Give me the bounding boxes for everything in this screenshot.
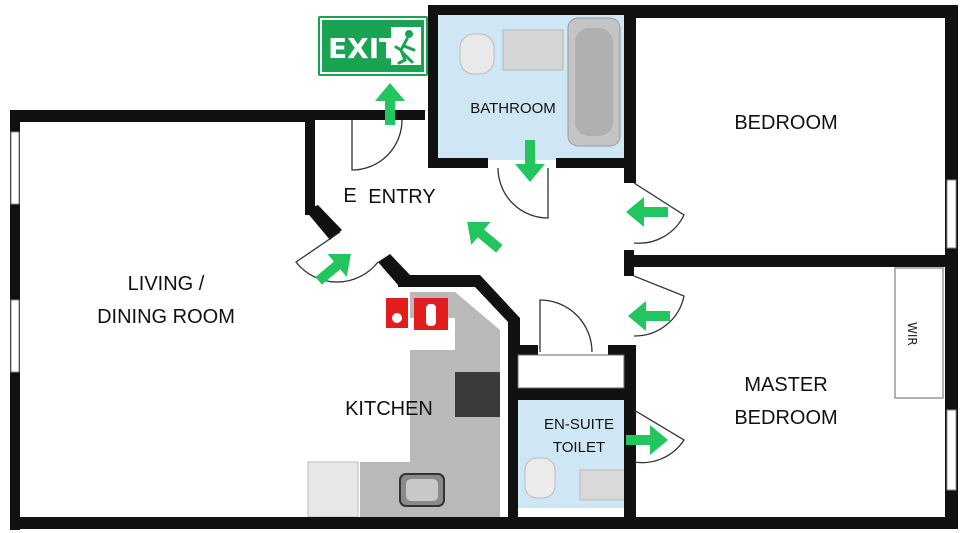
master-label-line2: BEDROOM [734,407,837,429]
master-label-line1: MASTER [744,374,827,396]
living-label-line2: DINING ROOM [97,306,235,328]
toilet-icon [459,33,495,75]
vanity [502,29,564,71]
exit-sign-text: EXIT [328,32,398,65]
ensuite-label-line2: TOILET [553,439,605,456]
arrow-from-living [309,242,361,293]
fire-extinguisher-icon [414,298,448,330]
wardrobe-label: WIR [905,322,919,346]
doors [295,119,685,464]
windows [10,131,957,491]
exit-running-man-icon [391,27,421,65]
ensuite-label-line1: EN-SUITE [544,416,614,433]
cooktop [455,372,500,417]
ensuite-toilet-icon [524,457,556,499]
wardrobe [894,267,944,399]
arrow-entry [457,210,509,261]
kitchen-label: KITCHEN [345,398,433,420]
fridge [307,461,359,518]
exit-sign: EXIT [318,16,428,76]
ensuite-vanity [579,469,626,501]
entry-mark: E [343,185,356,207]
ensuite-cupboard [517,354,625,389]
bathroom-label: BATHROOM [470,100,556,117]
fire-hose-reel-icon [386,298,408,328]
entry-label: ENTRY [368,186,435,208]
arrow-from-bedroom [626,197,668,227]
living-label-line1: LIVING / [128,273,205,295]
bedroom-label: BEDROOM [734,112,837,134]
